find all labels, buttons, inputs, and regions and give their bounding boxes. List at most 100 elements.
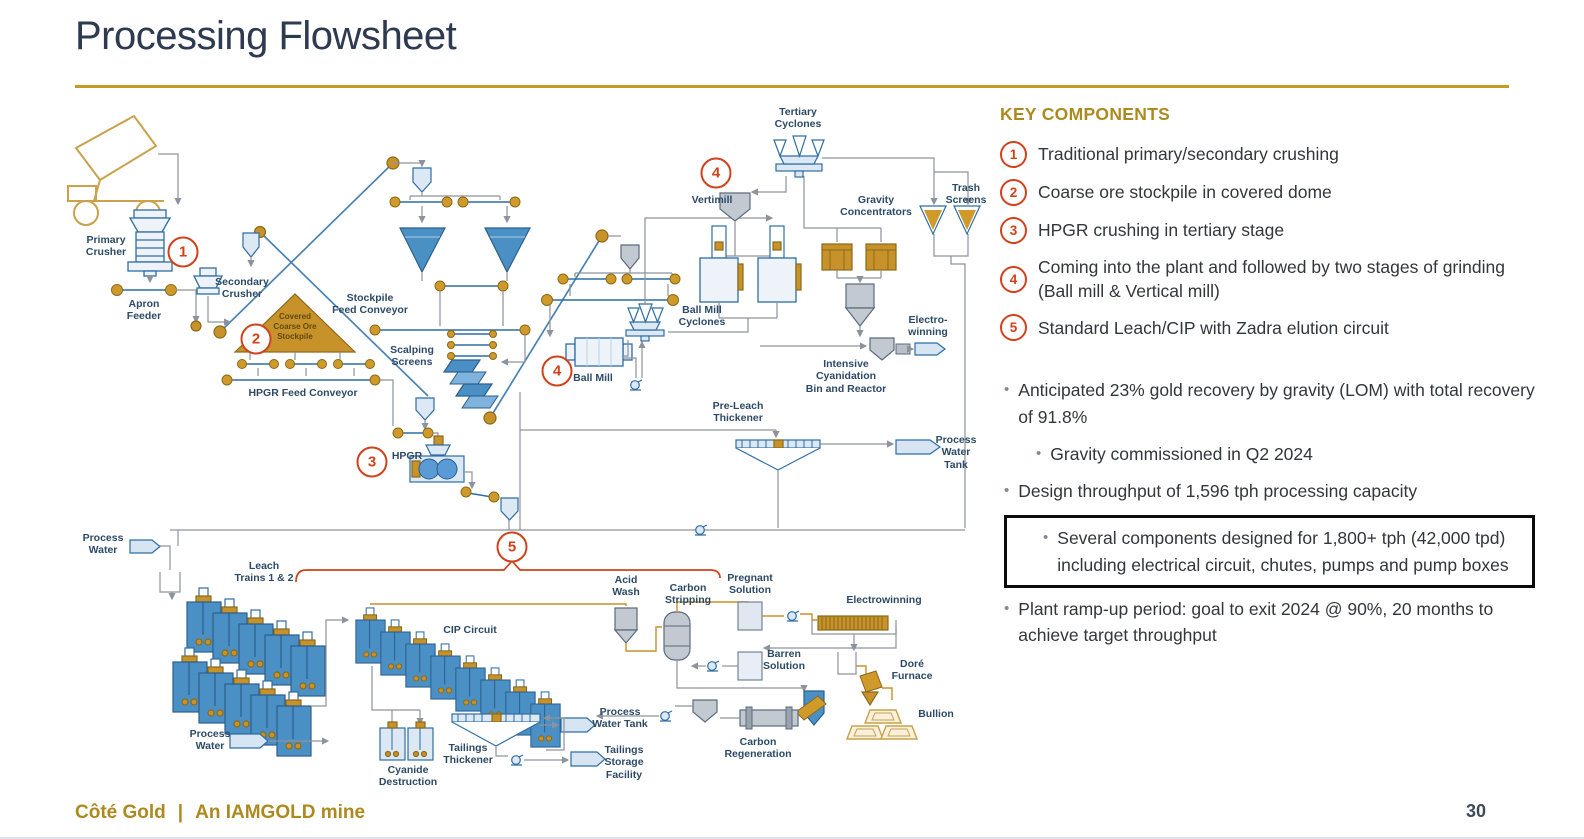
key-component-item-2: 2 Coarse ore stockpile in covered dome (1000, 179, 1535, 206)
carbon-regeneration-icon (560, 690, 827, 733)
bullet-icon: • (1004, 599, 1010, 617)
leach-trains (172, 587, 350, 757)
step-marker-4a: 4 (541, 355, 573, 387)
label-secondary-crusher: Secondary Crusher (215, 276, 269, 301)
leach-feed (129, 539, 181, 601)
hpgr-discharge-conveyor (460, 486, 500, 503)
stockpile-feed-assembly (369, 160, 531, 366)
process-water-bottom-icon (229, 733, 330, 749)
footer-tagline: An IAMGOLD mine (195, 802, 366, 823)
item-number-badge: 1 (1000, 141, 1027, 168)
note-bullet-ramp-up: • Plant ramp-up period: goal to exit 202… (1000, 596, 1535, 649)
item-number-badge: 3 (1000, 217, 1027, 244)
label-ball-mill: Ball Mill (573, 372, 613, 384)
bullet-icon: • (1004, 381, 1010, 399)
note-text: Anticipated 23% gold recovery by gravity… (1018, 380, 1535, 427)
bullet-icon: • (1036, 444, 1042, 462)
pregnant-solution-icon (737, 601, 817, 631)
hpgr-top-conveyor (392, 427, 434, 439)
step-marker-5: 5 (496, 531, 528, 563)
note-text: Design throughput of 1,596 tph processin… (1018, 481, 1418, 502)
page-number: 30 (1466, 801, 1487, 821)
footer-brand: Côté Gold (75, 802, 166, 823)
primary-crusher-icon (127, 209, 173, 277)
intensive-cyanidation-icon (760, 337, 946, 361)
key-component-item-3: 3 HPGR crushing in tertiary stage (1000, 217, 1535, 244)
item-text: Coarse ore stockpile in covered dome (1038, 182, 1332, 203)
note-bullet-recovery: • Anticipated 23% gold recovery by gravi… (1000, 377, 1535, 430)
label-apron-feeder: Apron Feeder (126, 298, 162, 323)
key-component-item-4: 4 Coming into the plant and followed by … (1000, 255, 1535, 303)
label-ball-mill-cyclones: Ball Mill Cyclones (678, 304, 726, 329)
note-text: Gravity commissioned in Q2 2024 (1050, 443, 1313, 464)
vertimill-icons (668, 192, 802, 333)
step5-bracket (295, 559, 721, 583)
secondary-crusher-icon (192, 232, 260, 326)
label-carbon-stripping: Carbon Stripping (664, 582, 712, 607)
dore-furnace-icon (859, 670, 893, 707)
cyanide-destruction-icon (379, 721, 434, 761)
label-intensive-cyanidation: Intensive Cyanidation Bin and Reactor (805, 358, 887, 395)
label-pre-leach-thickener: Pre-Leach Thickener (712, 400, 764, 425)
scalping-screens-icon (415, 330, 499, 431)
process-flow-diagram: Primary Crusher Apron Feeder Secondary C… (60, 100, 990, 800)
trash-screens-icon (919, 205, 981, 257)
item-number-badge: 5 (1000, 314, 1027, 342)
item-text: Traditional primary/secondary crushing (1038, 144, 1339, 165)
label-bullion: Bullion (918, 708, 954, 720)
label-hpgr-feed-conveyor: HPGR Feed Conveyor (248, 387, 358, 399)
bullet-icon: • (1043, 529, 1049, 547)
step-marker-2: 2 (240, 323, 272, 355)
label-electro-winning: Electro- winning (908, 314, 948, 339)
title-divider (75, 85, 1509, 88)
label-vertimill: Vertimill (691, 194, 733, 206)
label-cip-circuit: CIP Circuit (443, 624, 497, 636)
note-text: Plant ramp-up period: goal to exit 2024 … (1018, 598, 1494, 646)
highlight-box: • Several components designed for 1,800+… (1004, 515, 1535, 588)
step-marker-1: 1 (167, 236, 199, 268)
key-components-heading: KEY COMPONENTS (1000, 104, 1171, 124)
note-bullet-throughput: • Design throughput of 1,596 tph process… (1000, 478, 1535, 504)
haul-truck-icon (67, 114, 164, 226)
item-number-badge: 4 (1000, 265, 1027, 293)
footer-divider: | (177, 802, 184, 823)
bullion-icon (845, 709, 919, 740)
label-leach-trains: Leach Trains 1 & 2 (234, 560, 294, 585)
tailings-thickener-icon (451, 713, 606, 767)
label-covered-stockpile: Covered Coarse Ore Stockpile (273, 312, 317, 341)
page-title: Processing Flowsheet (75, 14, 457, 58)
tertiary-cyclones-icon (750, 135, 972, 242)
note-text: Several components designed for 1,800+ t… (1057, 528, 1509, 575)
key-component-item-5: 5 Standard Leach/CIP with Zadra elution … (1000, 314, 1535, 342)
hpgr-feed-conveyor-icon (221, 374, 381, 386)
label-acid-wash: Acid Wash (612, 574, 640, 599)
label-process-water-bottom: Process Water (189, 728, 231, 753)
step-marker-3: 3 (356, 446, 388, 478)
label-hpgr: HPGR (391, 450, 423, 462)
overland-conveyors (190, 156, 609, 425)
label-carbon-regeneration: Carbon Regeneration (724, 736, 792, 761)
item-text: Standard Leach/CIP with Zadra elution ci… (1038, 317, 1389, 338)
item-text: HPGR crushing in tertiary stage (1038, 220, 1285, 241)
gravity-concentrators-icon (821, 243, 897, 338)
label-stockpile-feed-conveyor: Stockpile Feed Conveyor (332, 292, 408, 317)
barren-solution-icon (690, 651, 763, 681)
label-electrowinning: Electrowinning (846, 594, 922, 606)
label-process-water-tank-bottom: Process Water Tank (592, 706, 648, 731)
electrowinning-icon (762, 615, 897, 675)
label-dore-furnace: Doré Furnace (891, 658, 933, 683)
flowsheet-graphics (67, 114, 981, 767)
hpgr-icon (409, 432, 476, 490)
pre-leach-thickener-icon (520, 430, 942, 536)
key-components-panel: KEY COMPONENTS 1 Traditional primary/sec… (1000, 104, 1535, 659)
label-tailings-storage: Tailings Storage Facility (604, 744, 644, 781)
key-component-item-1: 1 Traditional primary/secondary crushing (1000, 141, 1535, 168)
label-tailings-thickener: Tailings Thickener (443, 742, 493, 767)
label-cyanide-destruction: Cyanide Destruction (378, 764, 438, 789)
grinding-feed (541, 235, 681, 338)
acid-wash-icon (613, 607, 662, 652)
label-primary-crusher: Primary Crusher (85, 234, 127, 259)
notes-section: • Anticipated 23% gold recovery by gravi… (1000, 377, 1535, 648)
apron-feeder-icon (111, 284, 177, 296)
